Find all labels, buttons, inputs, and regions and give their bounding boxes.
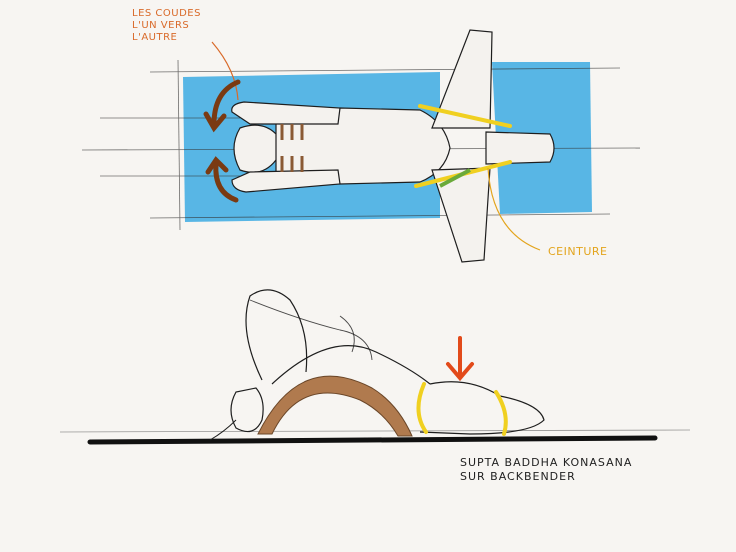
hair-side-view (210, 420, 236, 440)
caption: SUPTA BADDHA KONASANA SUR BACKBENDER (460, 456, 632, 484)
caption-line-1: SUPTA BADDHA KONASANA (460, 456, 632, 470)
head-side-view (231, 388, 263, 432)
top-view-figure (82, 30, 640, 262)
belt-note: CEINTURE (548, 246, 607, 258)
elbow-note: LES COUDES L'UN VERS L'AUTRE (132, 8, 201, 44)
elbow-note-line-1: LES COUDES (132, 8, 201, 20)
side-view-figure (60, 290, 690, 442)
caption-line-2: SUR BACKBENDER (460, 470, 632, 484)
feet-top-view (486, 132, 554, 164)
lower-leg-top-view (432, 168, 490, 262)
elbow-note-line-3: L'AUTRE (132, 32, 201, 44)
legs-side-view (420, 382, 544, 434)
floor-line (90, 438, 655, 442)
down-arrow (448, 338, 472, 378)
torso-side-view (272, 346, 430, 384)
elbow-note-line-2: L'UN VERS (132, 20, 201, 32)
backbender-side-view (258, 376, 412, 436)
arms-side-view (246, 290, 307, 380)
